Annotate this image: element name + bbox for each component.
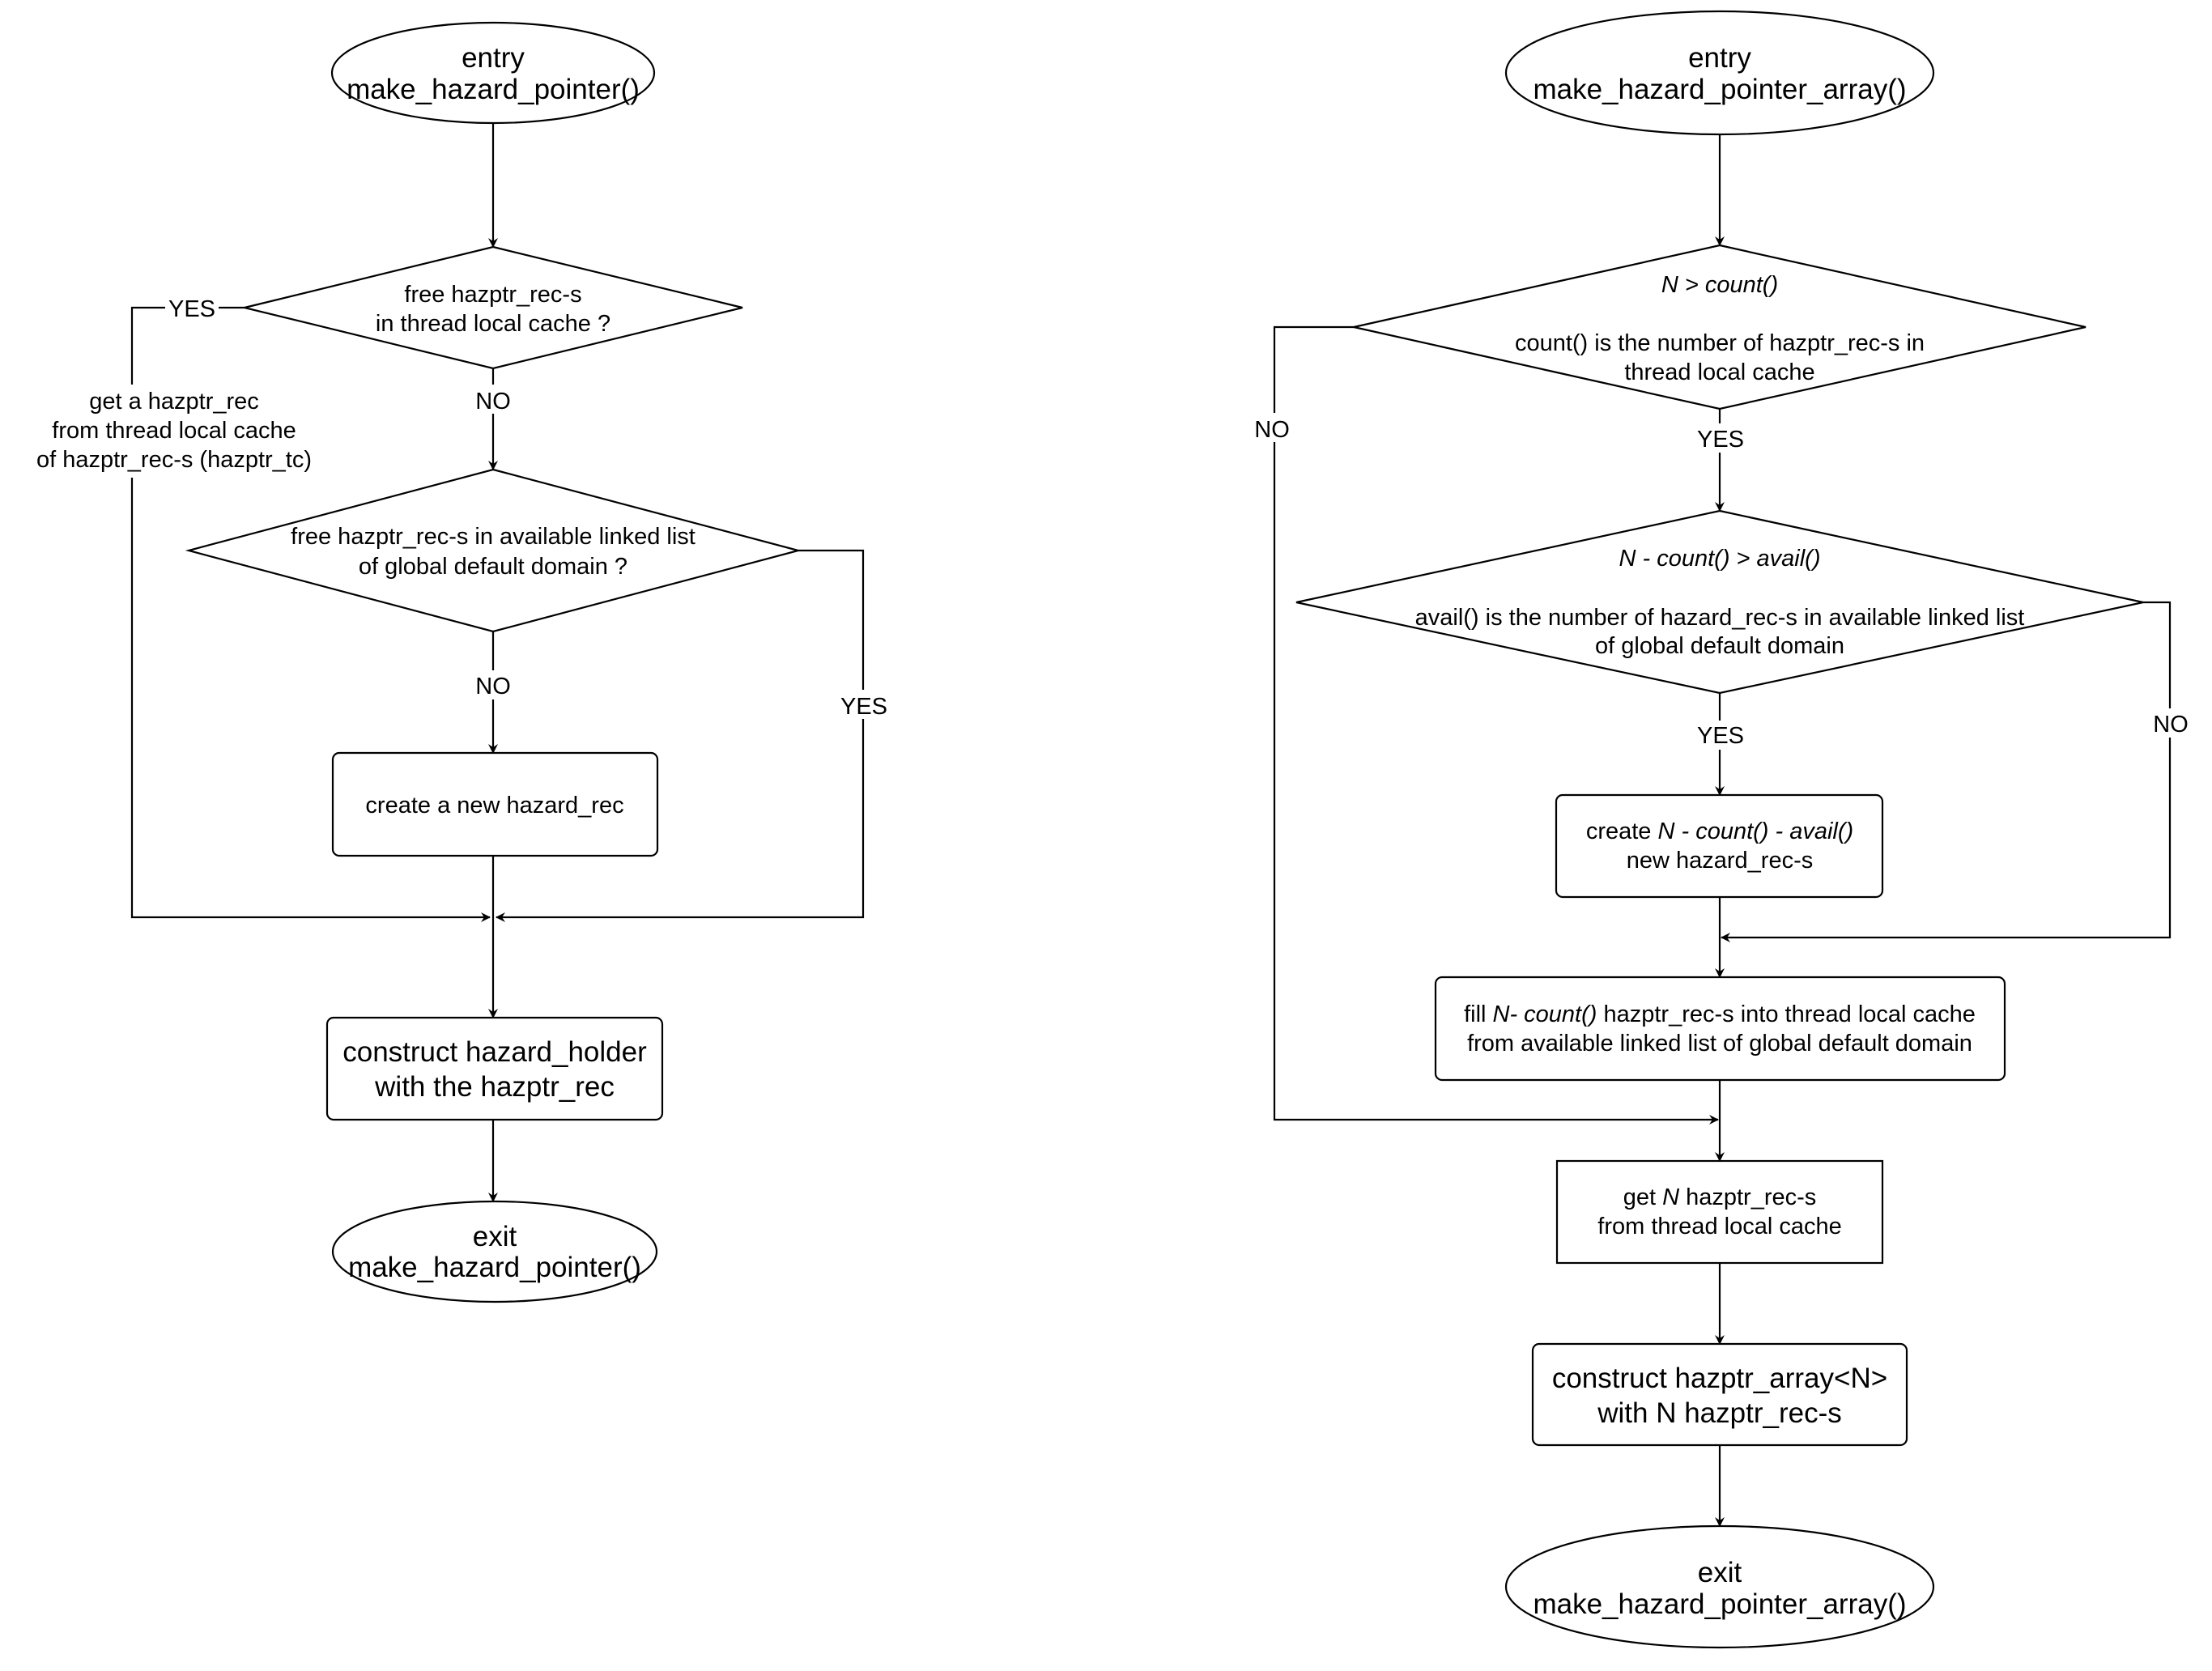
svg-text:free hazptr_rec-s: free hazptr_rec-s xyxy=(404,282,581,308)
construct-array-box: construct hazptr_array<N> with N hazptr_… xyxy=(1531,1342,1908,1447)
svg-text:get a hazptr_rec: get a hazptr_rec xyxy=(89,389,259,415)
get-n-box: get N hazptr_rec-s from thread local cac… xyxy=(1555,1159,1884,1265)
svg-text:with the hazptr_rec: with the hazptr_rec xyxy=(374,1071,615,1103)
connector-avail-no xyxy=(1721,601,2172,942)
svg-text:entry: entry xyxy=(1688,42,1751,74)
svg-text:construct hazard_holder: construct hazard_holder xyxy=(342,1036,647,1068)
global-no-label: NO xyxy=(475,674,511,699)
fill-cache-box: fill N- count() hazptr_rec-s into thread… xyxy=(1434,976,2006,1082)
svg-text:N > count(): N > count() xyxy=(1661,272,1778,298)
right-create-new-box: create N - count() - avail() new hazard_… xyxy=(1555,793,1884,899)
svg-text:with N hazptr_rec-s: with N hazptr_rec-s xyxy=(1597,1397,1841,1429)
left-create-new-box: create a new hazard_rec xyxy=(331,751,659,857)
svg-text:new hazard_rec-s: new hazard_rec-s xyxy=(1627,848,1814,874)
svg-text:from available linked list of: from available linked list of global def… xyxy=(1467,1031,1972,1057)
svg-text:get N hazptr_rec-s: get N hazptr_rec-s xyxy=(1623,1184,1817,1210)
svg-text:from thread local cache: from thread local cache xyxy=(52,418,296,444)
right-entry-terminal: entry make_hazard_pointer_array() xyxy=(1504,10,1935,136)
svg-text:free hazptr_rec-s in available: free hazptr_rec-s in available linked li… xyxy=(291,524,696,550)
left-flowchart: YES NO NO YES get a hazptr_rec from thre… xyxy=(24,21,890,1303)
svg-text:create a new hazard_rec: create a new hazard_rec xyxy=(365,793,623,818)
svg-text:from thread local cache: from thread local cache xyxy=(1597,1214,1841,1239)
connector-count-no xyxy=(1273,325,1719,1125)
svg-text:avail() is the number of hazar: avail() is the number of hazard_rec-s in… xyxy=(1415,605,2025,631)
right-exit-terminal: exit make_hazard_pointer_array() xyxy=(1504,1524,1935,1649)
avail-decision: N - count() > avail() avail() is the num… xyxy=(1295,509,2144,695)
svg-text:make_hazard_pointer_array(): make_hazard_pointer_array() xyxy=(1533,74,1906,105)
svg-text:in thread local cache ?: in thread local cache ? xyxy=(376,311,610,337)
svg-text:create N - count() - avail(): create N - count() - avail() xyxy=(1586,818,1853,844)
cache-decision: free hazptr_rec-s in thread local cache … xyxy=(244,245,743,370)
left-exit-terminal: exit make_hazard_pointer() xyxy=(331,1200,658,1303)
svg-text:of global default domain: of global default domain xyxy=(1595,633,1844,659)
cache-no-label: NO xyxy=(475,389,511,415)
left-entry-terminal: entry make_hazard_pointer() xyxy=(330,21,656,125)
svg-text:thread local cache: thread local cache xyxy=(1624,359,1814,385)
svg-text:make_hazard_pointer_array(): make_hazard_pointer_array() xyxy=(1533,1588,1906,1620)
count-decision: N > count() count() is the number of haz… xyxy=(1353,244,2087,410)
global-yes-label: YES xyxy=(840,694,887,720)
avail-yes-label: YES xyxy=(1697,723,1744,749)
svg-text:of global default domain ?: of global default domain ? xyxy=(359,554,627,580)
svg-text:fill N- count() hazptr_rec-s i: fill N- count() hazptr_rec-s into thread… xyxy=(1464,1001,1976,1027)
count-yes-label: YES xyxy=(1697,427,1744,453)
svg-text:count() is the number of hazpt: count() is the number of hazptr_rec-s in xyxy=(1515,330,1925,356)
svg-text:construct hazptr_array<N>: construct hazptr_array<N> xyxy=(1552,1363,1887,1394)
connector-global-yes xyxy=(496,549,865,922)
svg-text:entry: entry xyxy=(462,42,525,74)
svg-text:exit: exit xyxy=(1698,1557,1742,1588)
construct-holder-box: construct hazard_holder with the hazptr_… xyxy=(325,1016,664,1121)
svg-text:of hazptr_rec-s (hazptr_tc): of hazptr_rec-s (hazptr_tc) xyxy=(36,447,312,473)
svg-text:exit: exit xyxy=(473,1221,517,1252)
count-no-label: NO xyxy=(1254,417,1290,443)
avail-no-label: NO xyxy=(2153,712,2189,738)
svg-text:N - count() > avail(): N - count() > avail() xyxy=(1619,546,1821,572)
get-from-cache-label: get a hazptr_rec from thread local cache… xyxy=(36,389,312,473)
right-flowchart: NO YES YES NO entry make_hazard_pointer_… xyxy=(1249,10,2193,1649)
svg-text:make_hazard_pointer(): make_hazard_pointer() xyxy=(348,1252,641,1283)
svg-text:make_hazard_pointer(): make_hazard_pointer() xyxy=(347,74,640,105)
global-decision: free hazptr_rec-s in available linked li… xyxy=(185,468,802,633)
cache-yes-label: YES xyxy=(168,296,215,322)
